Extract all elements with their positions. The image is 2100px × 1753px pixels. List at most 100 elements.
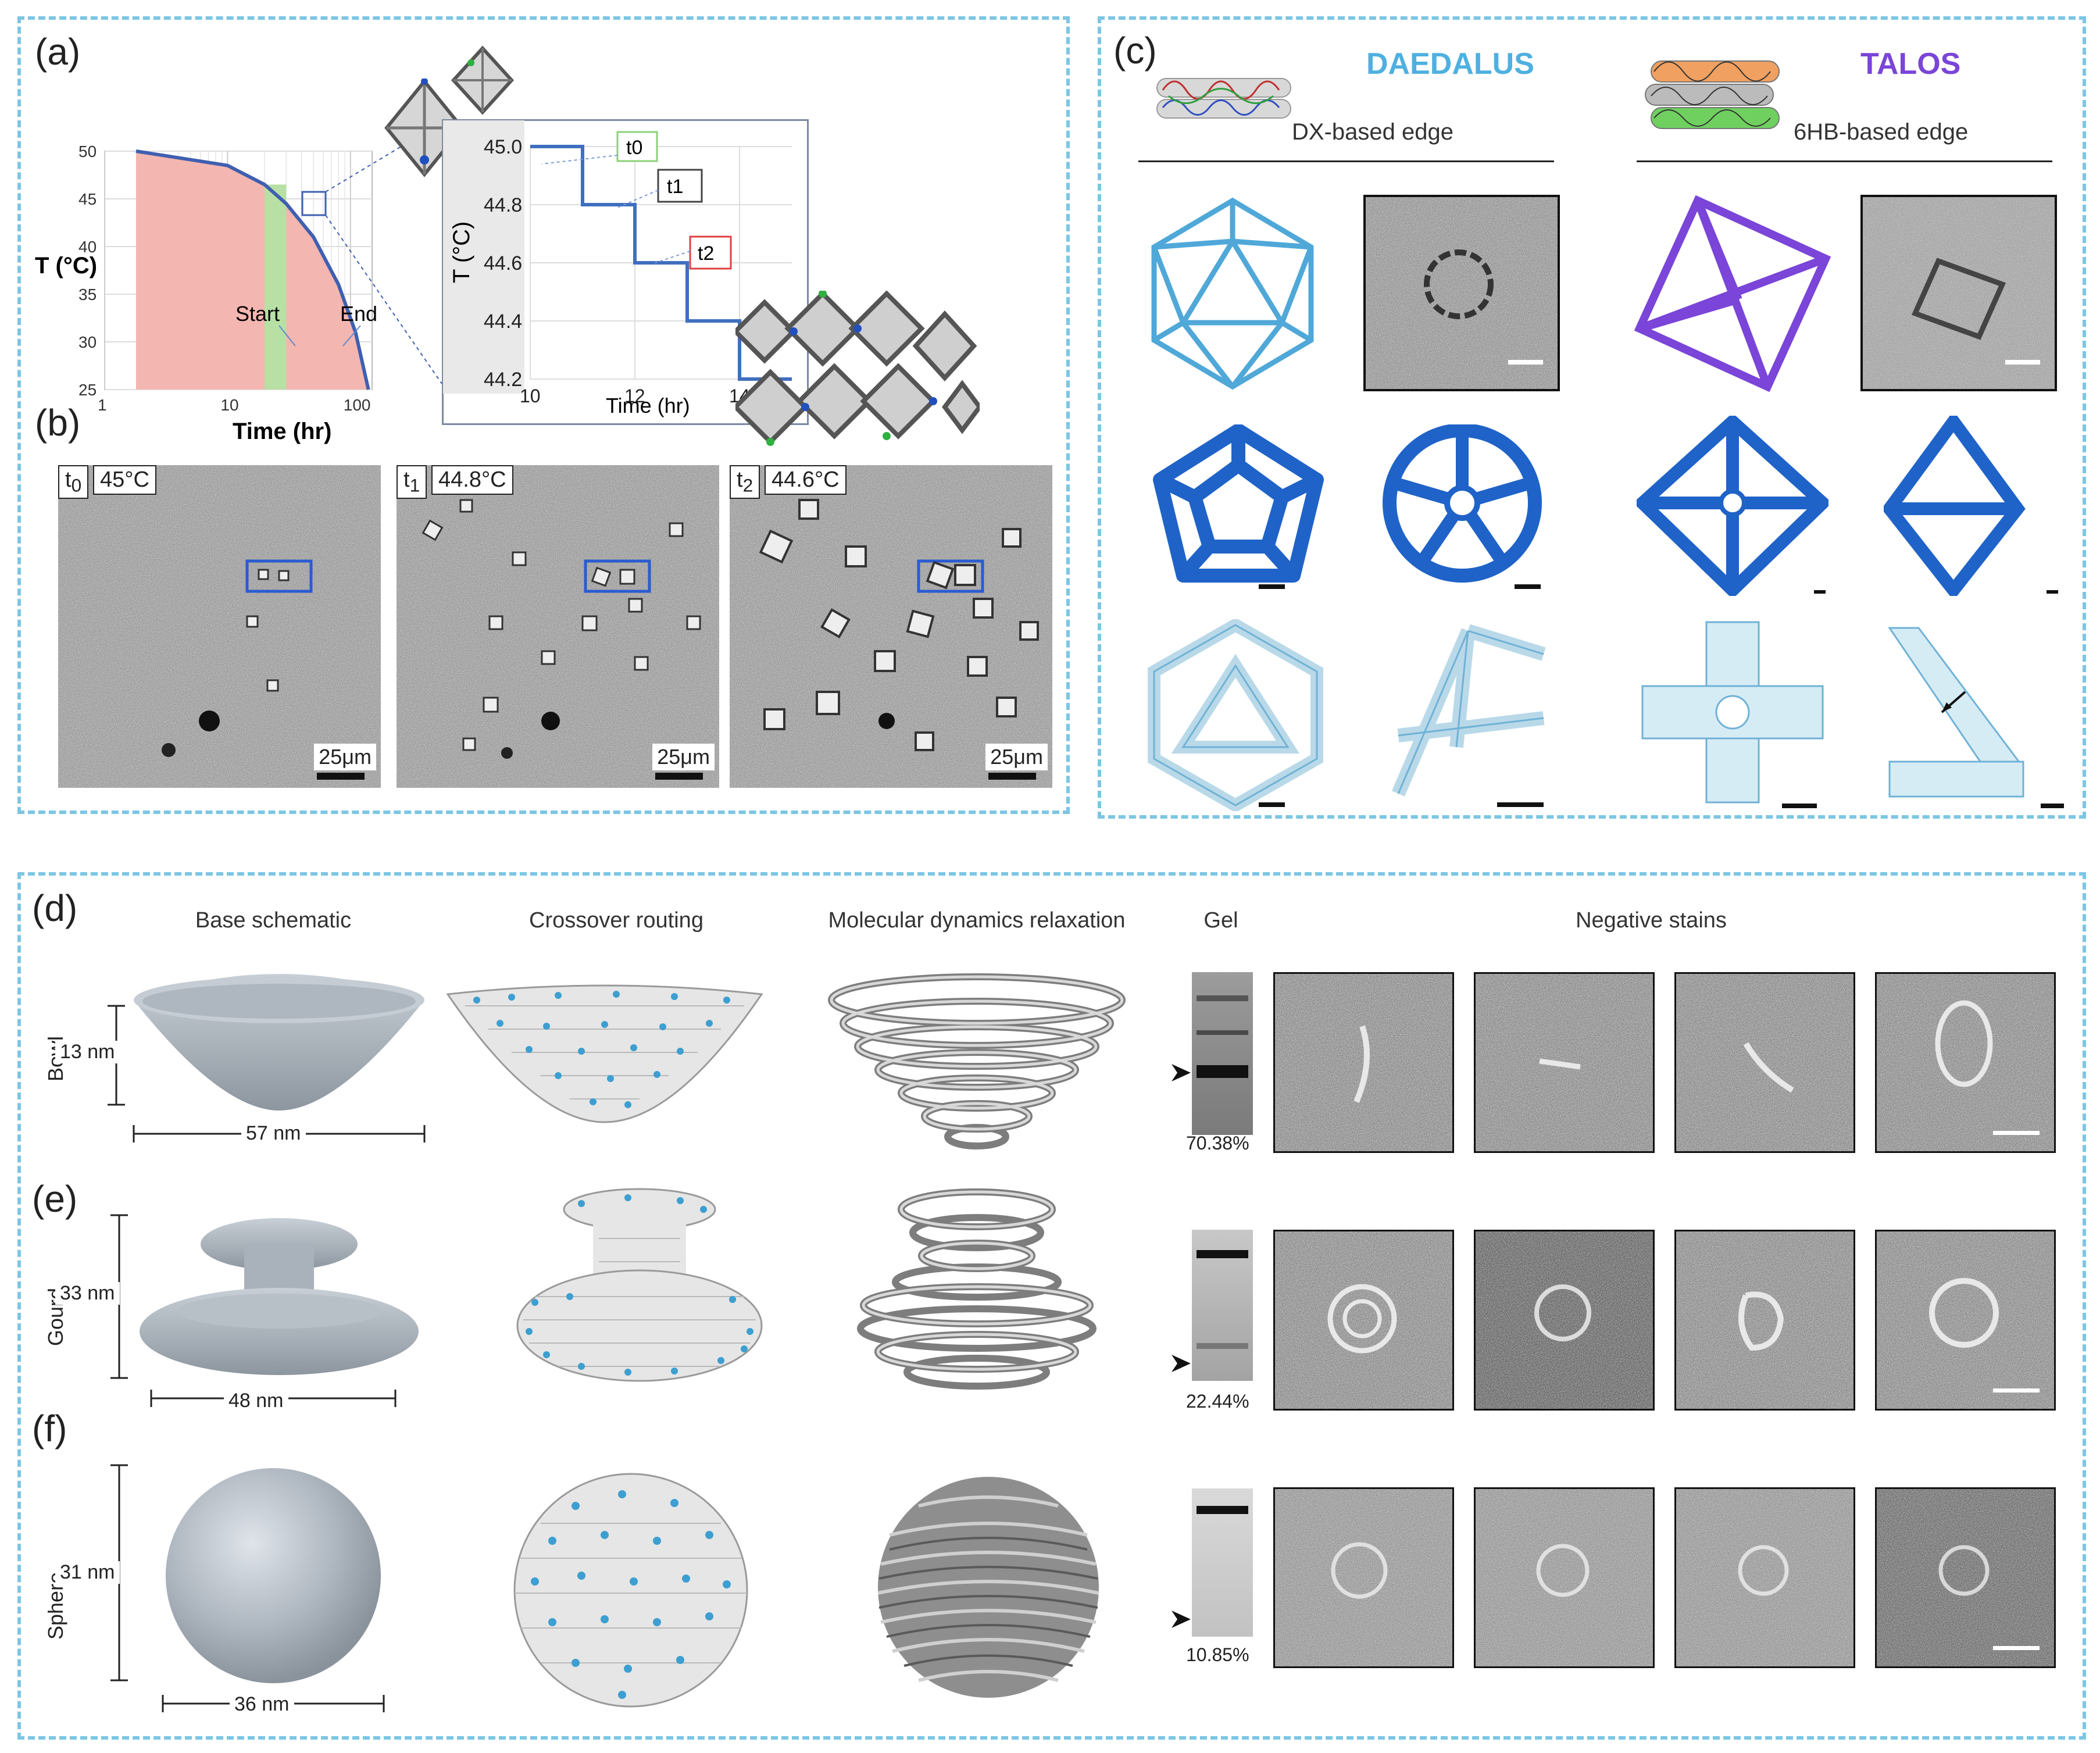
talos-tem-image: [1860, 195, 2057, 391]
bowl-gel-lane: [1192, 972, 1253, 1135]
micrograph-t1-tag: t1: [397, 465, 427, 499]
daedalus-cryoem-model-1: [1153, 424, 1324, 589]
chart-b-ytick: 45.0: [484, 136, 522, 158]
bowl-stain-1: [1273, 972, 1454, 1153]
octahedron-illustration-2: [451, 45, 515, 115]
sphere-crossover-routing: [513, 1473, 748, 1708]
panel-d-label: (d): [32, 887, 78, 929]
micrograph-t0-tag: t0: [58, 465, 89, 499]
chart-a-line: [135, 149, 370, 390]
sphere-gel-percent: 10.85%: [1186, 1644, 1249, 1665]
micrograph-t2-scalebar: [988, 773, 1036, 780]
micrograph-t1-scale: 25μm: [652, 744, 715, 770]
gourd-stain-2: [1474, 1230, 1655, 1411]
daedalus-title: DAEDALUS: [1366, 47, 1534, 81]
bowl-stain-3: [1674, 972, 1855, 1153]
chart-b-line: [530, 145, 792, 381]
6hb-edge-subtitle: 6HB-based edge: [1794, 119, 1969, 145]
talos-rule: [1637, 160, 2052, 162]
gourd-crossover-routing: [516, 1188, 763, 1382]
chart-b-t1: t1: [667, 176, 683, 198]
panel-a-label: (a): [35, 31, 81, 73]
sphere-schematic: [110, 1464, 385, 1712]
chart-a-ytick: 25: [78, 381, 97, 399]
temperature-profile-chart: 50 45 40 35 30 251 10 100 T (°C) Time (hr) Star…: [35, 142, 377, 444]
gourd-stain-1: [1273, 1230, 1454, 1411]
chart-a-area: [135, 149, 370, 390]
sphere-gel-lane: [1192, 1488, 1253, 1637]
daedalus-tem-image: [1363, 195, 1560, 391]
sphere-height-dim: 31 nm: [55, 1561, 120, 1584]
sphere-stain-3: [1674, 1487, 1855, 1668]
chart-a-ytick: 45: [78, 190, 97, 208]
chart-a-ytick: 40: [78, 238, 97, 256]
talos-title: TALOS: [1860, 47, 1961, 81]
chart-b-ytick: 44.2: [484, 369, 522, 391]
panel-def-frame: [17, 872, 2086, 1740]
chart-b-xtick: 10: [520, 385, 541, 406]
micrograph-t2-temp: 44.6°C: [765, 465, 847, 495]
chart-b-t0: t0: [626, 137, 642, 159]
panel-ab-frame: [17, 16, 1070, 814]
bowl-stain-2: [1474, 972, 1655, 1153]
chart-a-ytick: 50: [78, 142, 97, 160]
gourd-width-dim: 48 nm: [224, 1390, 288, 1412]
daedalus-icosahedron-wire: [1151, 197, 1314, 390]
chart-a-ylabel: T (°C): [35, 253, 97, 279]
dx-edge-illustration: [1156, 78, 1291, 119]
bowl-width-dim: 57 nm: [241, 1122, 306, 1145]
chart-a-highlight: [265, 184, 287, 390]
talos-cryoem-model-1: [1637, 416, 1828, 596]
col-head-negative-stains: Negative stains: [1576, 908, 1727, 933]
micrograph-t0-temp: 45°C: [93, 465, 156, 495]
col-head-crossover-routing: Crossover routing: [529, 908, 703, 933]
gourd-stain-4: [1875, 1230, 2056, 1411]
micrograph-t0-scalebar: [317, 773, 365, 780]
micrograph-t1: t1 44.8°C 25μm: [397, 465, 719, 788]
micrograph-t0-scale: 25μm: [314, 744, 376, 770]
daedalus-rule: [1138, 160, 1554, 162]
chart-a-xtick: 10: [220, 396, 238, 414]
gourd-gel-arrow: [1172, 1355, 1191, 1372]
chart-b-xtick: 12: [624, 385, 645, 406]
chart-b-ytick: 44.6: [484, 252, 522, 274]
gourd-height-dim: 33 nm: [55, 1282, 120, 1305]
chart-b-ylabel: T (°C): [449, 222, 474, 283]
chart-b-ytick: 44.8: [484, 194, 522, 216]
chart-a-start: Start: [235, 302, 280, 326]
panel-c-frame: [1098, 16, 2086, 819]
micrograph-t1-scalebar: [655, 773, 703, 780]
bowl-gel-percent: 70.38%: [1186, 1133, 1249, 1154]
chart-b-ytick: 44.4: [484, 310, 522, 333]
gourd-gel-lane: [1192, 1230, 1253, 1381]
gourd-schematic: [110, 1214, 419, 1407]
chart-a-xlabel: Time (hr): [233, 419, 331, 444]
talos-atomic-model-1: [1641, 621, 1824, 808]
bowl-schematic: [108, 974, 426, 1143]
daedalus-atomic-model-2: [1391, 624, 1546, 807]
chart-a-xtick: 1: [98, 396, 107, 414]
chart-a-ytick: 35: [78, 285, 97, 304]
crystal-lattice-illustration: [735, 291, 980, 446]
micrograph-t2-tag: t2: [730, 465, 760, 499]
sphere-stain-2: [1474, 1487, 1655, 1668]
chart-a-ytick: 30: [78, 333, 97, 351]
bowl-crossover-routing: [446, 984, 763, 1123]
dx-edge-subtitle: DX-based edge: [1292, 119, 1453, 145]
micrograph-t1-temp: 44.8°C: [431, 465, 513, 495]
col-head-md-relaxation: Molecular dynamics relaxation: [828, 908, 1126, 933]
chart-b-t2: t2: [698, 242, 714, 265]
chart-b-xlabel: Time (hr): [606, 394, 690, 417]
gourd-stain-3: [1674, 1230, 1855, 1411]
bowl-stain-4: [1875, 972, 2056, 1153]
micrograph-t2-scale: 25μm: [985, 744, 1048, 770]
sphere-md-relaxation: [877, 1477, 1099, 1698]
daedalus-cryoem-model-2: [1383, 424, 1542, 589]
col-head-base-schematic: Base schematic: [195, 908, 352, 933]
sphere-stain-1: [1273, 1487, 1454, 1668]
talos-atomic-model-2: [1888, 627, 2064, 808]
chart-a-xtick: 100: [344, 396, 371, 414]
sphere-stain-4: [1875, 1487, 2056, 1668]
